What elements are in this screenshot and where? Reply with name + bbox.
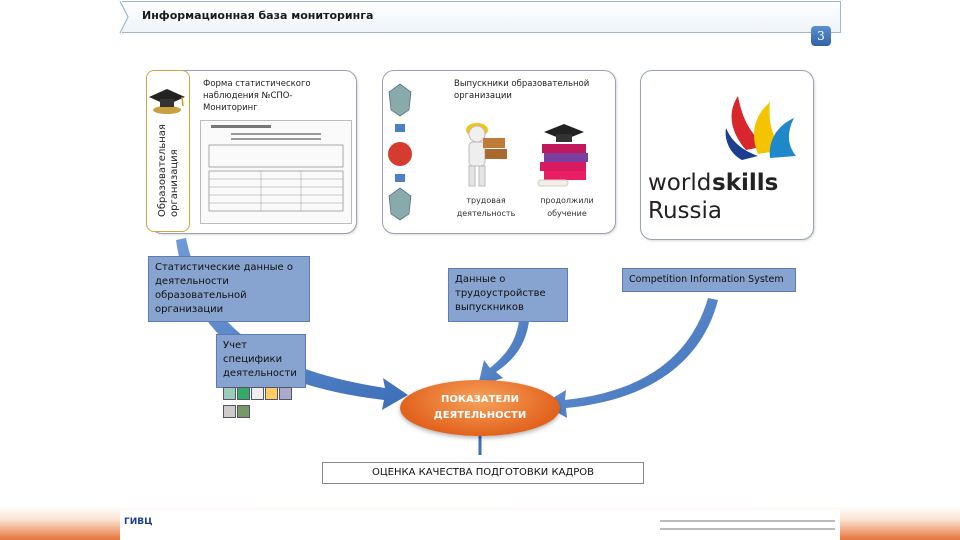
- tax-emblem-icon: [388, 187, 412, 221]
- page-title: Информационная база мониторинга: [142, 9, 374, 22]
- stat-data-box: Статистические данные о деятельности обр…: [148, 256, 310, 322]
- specifics-label: Учет специфики деятельности: [223, 340, 297, 379]
- pension-fund-icon: [388, 142, 412, 166]
- ministry-emblem-icon: [388, 83, 412, 117]
- graduation-cap-icon: [149, 89, 185, 114]
- connector-icon: [395, 174, 405, 182]
- book-icon: [251, 387, 264, 400]
- tree-icon: [237, 387, 250, 400]
- footer-contact-info: [660, 518, 835, 538]
- footer-strip: [120, 510, 840, 540]
- music-icon: [279, 387, 292, 400]
- worldskills-logo: world skills Russia: [648, 96, 796, 224]
- specifics-box: Учет специфики деятельности: [216, 334, 306, 418]
- employment-data-box: Данные о трудоустройстве выпускников: [448, 268, 568, 322]
- page-number-badge: 3: [811, 26, 831, 46]
- logo-word-skills: skills: [712, 170, 778, 196]
- indicators-ellipse: ПОКАЗАТЕЛИ ДЕЯТЕЛЬНОСТИ: [400, 380, 560, 436]
- logo-word-russia: Russia: [648, 198, 722, 224]
- form-document-image: [200, 120, 352, 224]
- medal-icon: [265, 387, 278, 400]
- emblem-column: [387, 82, 413, 222]
- worker-icon: [466, 123, 507, 187]
- logo-word-world: world: [648, 170, 711, 196]
- footer-logo: ГИВЦ: [124, 517, 153, 527]
- indicators-label: ПОКАЗАТЕЛИ ДЕЯТЕЛЬНОСТИ: [433, 394, 527, 421]
- form-caption: Форма статистического наблюдения №СПО-Мо…: [203, 79, 311, 113]
- emblem-icon: [223, 387, 236, 400]
- quality-assessment-box: ОЦЕНКА КАЧЕСТВА ПОДГОТОВКИ КАДРОВ: [322, 462, 644, 484]
- connector-icon: [395, 124, 405, 132]
- specifics-icons: [223, 387, 299, 423]
- caption-work: трудовая деятельность: [456, 196, 516, 218]
- header-bar: [122, 1, 841, 33]
- arrow-right-to-center: [543, 298, 718, 418]
- caption-study: продолжили обучение: [540, 196, 594, 218]
- graduates-caption: Выпускники образовательной организации: [454, 79, 590, 101]
- ball-icon: [223, 405, 236, 418]
- building-icon: [237, 405, 250, 418]
- header-chevron: [119, 0, 129, 34]
- side-label: Образовательная организация: [157, 124, 180, 217]
- books-cap-icon: [537, 124, 588, 187]
- competition-system-box: Competition Information System: [622, 268, 796, 292]
